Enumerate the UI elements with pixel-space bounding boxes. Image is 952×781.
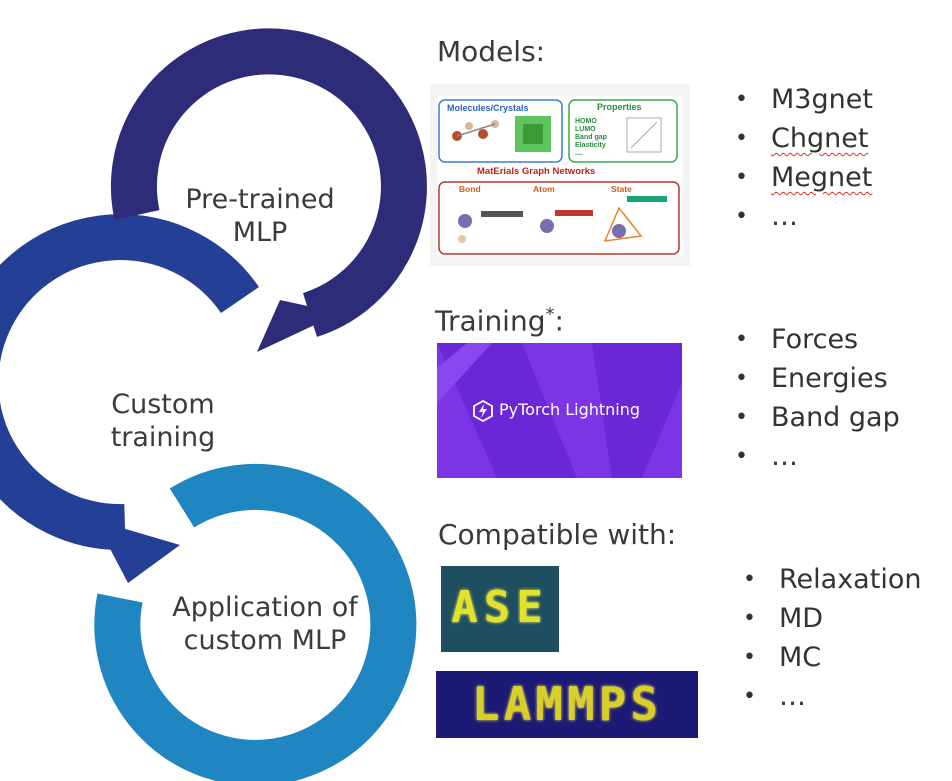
property-lumo: LUMO [575, 126, 596, 133]
stage1-line2: MLP [232, 217, 288, 248]
property-more: .... [575, 150, 583, 157]
training-item-forces: Forces [735, 320, 900, 359]
atom-label: Atom [533, 184, 555, 194]
compatible-item-md: MD [743, 599, 921, 638]
stage1-line1: Pre-trained [185, 184, 335, 215]
pytorch-lightning-text: PyTorch Lightning [499, 400, 641, 419]
properties-label: Properties [597, 102, 642, 112]
training-title-text: Training [435, 304, 546, 338]
lammps-logo-text: LAMMPS [471, 677, 663, 731]
stage2-arrowhead [95, 520, 180, 583]
training-item-band-gap: Band gap [735, 398, 900, 437]
training-title-mark: * [545, 304, 555, 325]
network-label: MatErials Graph Networks [477, 166, 595, 177]
stage3-ring [94, 463, 417, 781]
stage2-label: Custom training [88, 388, 238, 454]
model-item-m3gnet: M3gnet [735, 80, 873, 119]
pytorch-lightning-logo: PyTorch Lightning [437, 343, 682, 478]
stage3-line1: Application of [172, 592, 358, 623]
training-list: Forces Energies Band gap … [735, 320, 900, 476]
training-item-energies: Energies [735, 359, 900, 398]
property-homo: HOMO [575, 118, 597, 125]
model-item-chgnet: Chgnet [735, 119, 873, 158]
compatible-item-relaxation: Relaxation [743, 560, 921, 599]
lightning-background [437, 343, 682, 478]
property-elasticity: Elasticity [575, 142, 606, 149]
property-band-gap: Band gap [575, 134, 607, 141]
megnet-schematic: Molecules/Crystals Properties HOMO LUMO … [438, 99, 680, 255]
model-item-more: … [735, 197, 873, 236]
stage2-line1: Custom [111, 389, 215, 420]
compatible-item-more: … [743, 677, 921, 716]
stage2-arc [0, 214, 259, 551]
stage1-arc [110, 28, 427, 337]
model-chgnet-text: Chgnet [771, 123, 869, 154]
models-title: Models: [437, 35, 546, 68]
ase-logo-text: ASE [451, 582, 549, 633]
lightning-icon [473, 400, 493, 422]
compatible-item-mc: MC [743, 638, 921, 677]
stage1-label: Pre-trained MLP [170, 183, 350, 249]
cycle-diagram [0, 28, 427, 781]
bond-label: Bond [459, 184, 481, 194]
stage2-line2: training [110, 422, 216, 453]
model-megnet-text: Megnet [771, 162, 873, 193]
compatible-list: Relaxation MD MC … [743, 560, 921, 716]
lammps-logo: LAMMPS [436, 671, 698, 738]
stage1-arrowhead [257, 300, 340, 352]
stage3-label: Application of custom MLP [150, 591, 380, 657]
state-label: State [611, 184, 632, 194]
stage3-line2: custom MLP [183, 625, 347, 656]
ase-logo: ASE [441, 566, 559, 652]
model-item-megnet: Megnet [735, 158, 873, 197]
training-title-colon: : [554, 304, 564, 338]
compatible-title: Compatible with: [438, 518, 677, 551]
training-item-more: … [735, 437, 900, 476]
megnet-figure: Molecules/Crystals Properties HOMO LUMO … [430, 84, 690, 266]
molecules-label: Molecules/Crystals [447, 103, 529, 113]
models-list: M3gnet Chgnet Megnet … [735, 80, 873, 236]
training-title: Training*: [435, 304, 564, 337]
